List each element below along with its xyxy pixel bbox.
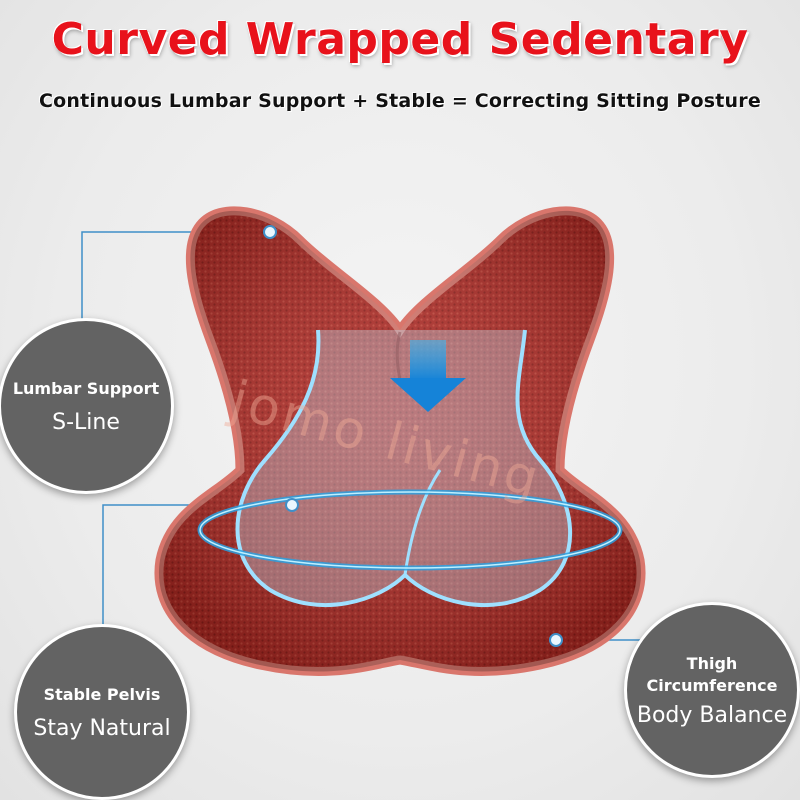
callout-text: Body Balance — [636, 702, 788, 728]
down-arrow-icon — [390, 340, 466, 412]
body-silhouette — [197, 329, 623, 607]
callout-thigh-circumference: Thigh Circumference Body Balance — [624, 602, 800, 778]
page-subtitle: Continuous Lumbar Support + Stable = Cor… — [39, 90, 761, 112]
callout-heading-line2: Circumference — [646, 675, 778, 695]
callout-heading: Lumbar Support — [12, 378, 160, 398]
callout-heading-line1: Thigh — [686, 653, 738, 673]
page-title: Curved Wrapped Sedentary — [51, 14, 749, 65]
callout-stable-pelvis: Stable Pelvis Stay Natural — [14, 624, 190, 800]
callout-dot-icon — [263, 225, 563, 647]
callout-heading: Stable Pelvis — [43, 684, 161, 704]
callout-lumbar-support: Lumbar Support S-Line — [0, 318, 174, 494]
seat-cushion — [154, 206, 646, 676]
callout-text: Stay Natural — [33, 715, 171, 741]
callout-text: S-Line — [52, 409, 120, 435]
